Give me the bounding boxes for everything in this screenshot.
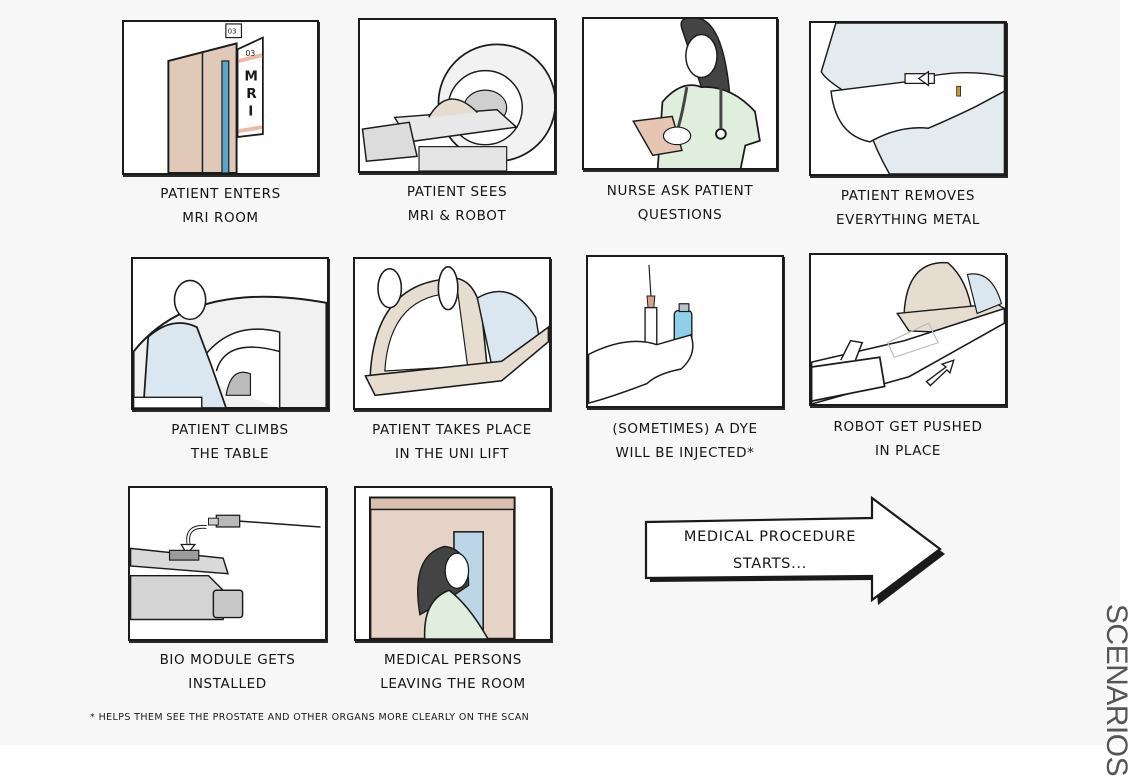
arrow-label: Medical procedure starts... xyxy=(683,529,857,572)
door-illustration: 03 M R I 03 xyxy=(167,23,264,173)
mri-machine-illustration xyxy=(361,43,554,171)
person-leaving-room-illustration xyxy=(368,496,516,639)
panel-patient-takes-place-in-lift xyxy=(353,257,551,410)
syringe-and-vial-illustration xyxy=(588,264,694,404)
panel-dye-injection xyxy=(586,255,784,408)
caption-step-3: Nurse ask patientquestions xyxy=(606,183,754,223)
svg-text:M: M xyxy=(244,68,258,84)
procedure-starts-arrow: Medical procedure starts... xyxy=(640,492,950,610)
caption-step-4: Patient removeseverything metal xyxy=(835,188,981,228)
scenarios-side-title: SCENARIOS xyxy=(1100,603,1133,776)
caption-step-6: Patient takes placein the uni lift xyxy=(372,422,532,462)
robot-pushed-illustration xyxy=(811,262,1005,404)
panel-robot-pushed-in-place xyxy=(809,253,1007,406)
hands-removing-ring-illustration xyxy=(820,23,1005,174)
svg-text:03: 03 xyxy=(228,28,237,36)
caption-step-1: Patient entersMRI room xyxy=(160,186,281,226)
panel-patient-sees-mri-and-robot xyxy=(358,18,556,173)
panel-patient-removes-metal xyxy=(809,21,1007,176)
svg-text:I: I xyxy=(248,104,253,120)
panel-medical-persons-leaving xyxy=(354,486,552,641)
bio-module-illustration xyxy=(130,514,321,621)
door-sign-number: 03 xyxy=(245,49,255,58)
caption-step-5: Patient climbsthe table xyxy=(171,422,289,462)
panel-bio-module-installed xyxy=(128,486,327,641)
faint-watermark xyxy=(1051,420,1061,500)
panel-nurse-asks-questions xyxy=(582,17,778,170)
storyboard-sheet: 03 M R I 03 Patient entersMRI room Patie… xyxy=(90,17,1061,723)
footnote: * Helps them see the prostate and other … xyxy=(90,712,530,723)
caption-step-2: Patient seesMRI & robot xyxy=(406,184,508,224)
nurse-illustration xyxy=(632,19,761,168)
svg-text:R: R xyxy=(246,86,257,102)
caption-step-7: (Sometimes) a dyewill be injected* xyxy=(612,421,758,461)
right-arrow-icon xyxy=(644,495,945,605)
patient-in-uni-lift-illustration xyxy=(364,266,549,397)
panel-patient-enters-mri-room: 03 M R I 03 xyxy=(122,20,319,175)
caption-step-9: Bio module getsinstalled xyxy=(159,652,296,692)
caption-step-8: Robot get pushedin place xyxy=(833,419,983,459)
patient-on-mri-table-illustration xyxy=(133,279,327,408)
panel-patient-climbs-table xyxy=(131,257,329,410)
caption-step-10: Medical personsleaving the room xyxy=(380,652,526,692)
